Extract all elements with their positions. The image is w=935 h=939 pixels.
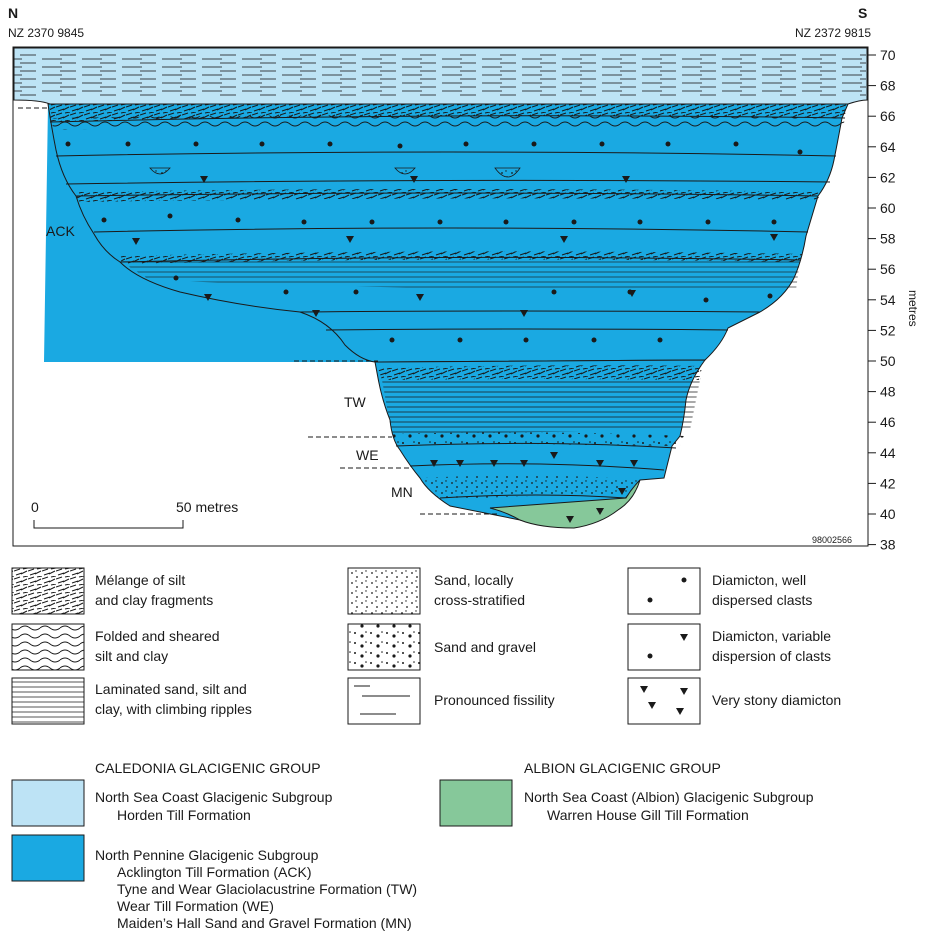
axis-tick-label: 62	[880, 169, 896, 185]
legend-label: clay, with climbing ripples	[95, 701, 252, 717]
legend-label: Mélange of silt	[95, 572, 185, 588]
albion-swatch	[439, 779, 513, 827]
axis-tick-label: 68	[880, 78, 896, 94]
legend-label: silt and clay	[95, 648, 168, 664]
legend-label: cross-stratified	[434, 592, 525, 608]
legend-lithology: Mélange of silt and clay fragments Folde…	[11, 567, 841, 725]
axis-tick-label: 70	[880, 47, 896, 63]
axis-tick-label: 38	[880, 537, 896, 553]
fissility-icon	[347, 677, 421, 725]
diamicton-variable-icon	[627, 623, 701, 671]
axis-label: metres	[906, 290, 920, 327]
label-we: WE	[356, 447, 379, 463]
legend-label: Diamicton, well	[712, 572, 806, 588]
axis-tick-label: 58	[880, 231, 896, 247]
axis-tick-label: 50	[880, 353, 896, 369]
axis-tick-label: 56	[880, 261, 896, 277]
axis-tick-label: 44	[880, 445, 896, 461]
scale-end: 50 metres	[176, 499, 238, 515]
axis-tick-label: 54	[880, 292, 896, 308]
legend-label: Very stony diamicton	[712, 692, 841, 708]
stony-diamicton-icon	[627, 677, 701, 725]
melange-icon	[11, 567, 85, 615]
axis-tick-label: 48	[880, 384, 896, 400]
pennine-formation: Wear Till Formation (WE)	[117, 898, 274, 914]
horden-subgroup: North Sea Coast Glacigenic Subgroup	[95, 789, 333, 805]
albion-formation: Warren House Gill Till Formation	[547, 807, 749, 823]
gravel-icon	[347, 623, 421, 671]
sand-icon	[347, 567, 421, 615]
pennine-subgroup: North Pennine Glacigenic Subgroup	[95, 847, 319, 863]
south-label: S	[858, 5, 867, 21]
legend-label: Folded and sheared	[95, 628, 220, 644]
axis-tick-label: 52	[880, 322, 896, 338]
legend-label: Laminated sand, silt and	[95, 681, 247, 697]
legend-label: dispersed clasts	[712, 592, 812, 608]
folded-icon	[11, 623, 85, 671]
label-mn: MN	[391, 484, 413, 500]
legend-label: Diamicton, variable	[712, 628, 831, 644]
legend-label: dispersion of clasts	[712, 648, 831, 664]
south-grid-ref: NZ 2372 9815	[795, 26, 871, 40]
axis-tick-label: 46	[880, 414, 896, 430]
pennine-formation: Tyne and Wear Glaciolacustrine Formation…	[117, 881, 417, 897]
triangle-clast-markers	[132, 176, 778, 523]
legend-groups: CALEDONIA GLACIGENIC GROUP North Sea Coa…	[11, 760, 814, 931]
horden-swatch	[11, 779, 85, 827]
elevation-axis: 70 68 66 64 62 60 58 56 54 52 50 48 46 44 42 40 38	[868, 47, 896, 553]
horden-formation: Horden Till Formation	[117, 807, 251, 823]
north-label: N	[8, 5, 18, 21]
acklington-till-unit	[47, 103, 849, 363]
caledonia-title: CALEDONIA GLACIGENIC GROUP	[95, 760, 321, 776]
legend-label: and clay fragments	[95, 592, 213, 608]
label-ack: ACK	[46, 223, 75, 239]
pennine-formation: Maiden’s Hall Sand and Gravel Formation …	[117, 915, 412, 931]
laminated-icon	[11, 677, 85, 725]
albion-title: ALBION GLACIGENIC GROUP	[524, 760, 721, 776]
clast-markers	[65, 141, 803, 343]
legend-label: Sand and gravel	[434, 639, 536, 655]
axis-tick-label: 60	[880, 200, 896, 216]
figure-code: 98002566	[812, 535, 852, 545]
axis-tick-label: 42	[880, 475, 896, 491]
diamicton-dots-icon	[627, 567, 701, 615]
scale-bar	[33, 520, 184, 529]
pennine-swatch	[11, 834, 85, 882]
axis-tick-label: 64	[880, 139, 896, 155]
north-grid-ref: NZ 2370 9845	[8, 26, 84, 40]
legend-label: Pronounced fissility	[434, 692, 555, 708]
scale-zero: 0	[31, 499, 39, 515]
axis-tick-label: 66	[880, 108, 896, 124]
legend-label: Sand, locally	[434, 572, 513, 588]
axis-tick-label: 40	[880, 506, 896, 522]
pennine-formation: Acklington Till Formation (ACK)	[117, 864, 312, 880]
warren-house-gill-till-unit	[489, 479, 641, 529]
label-tw: TW	[344, 394, 367, 410]
albion-subgroup: North Sea Coast (Albion) Glacigenic Subg…	[524, 789, 814, 805]
